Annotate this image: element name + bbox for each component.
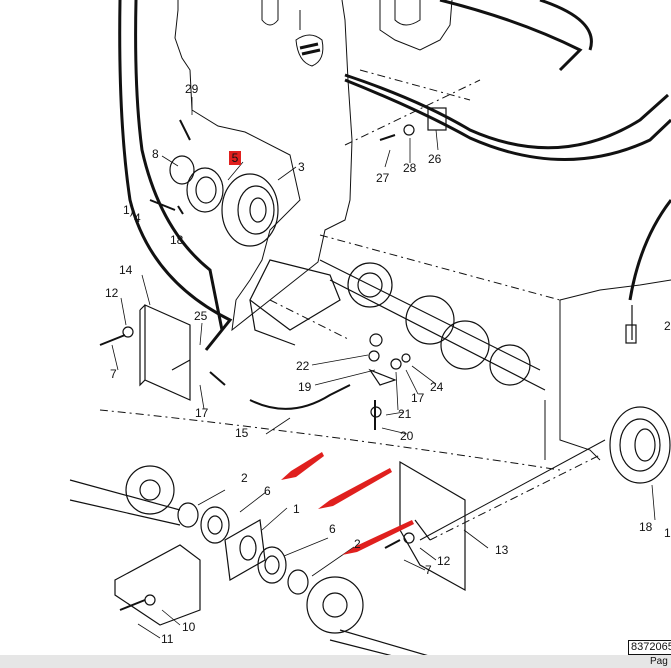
- callout-19: 19: [298, 380, 312, 394]
- callout-26: 26: [428, 152, 442, 166]
- callout-17-left: 17: [195, 406, 209, 420]
- callout-2-lower: 2: [354, 537, 361, 551]
- drawing-number-box: 8372065: [628, 640, 671, 655]
- callout-25: 25: [194, 309, 208, 323]
- callout-14: 14: [119, 263, 133, 277]
- callout-22: 22: [296, 359, 310, 373]
- callout-7-lower: 7: [425, 563, 432, 577]
- callout-7: 7: [110, 367, 117, 381]
- callout-1: 1: [293, 502, 300, 516]
- callout-2-edge: 2: [664, 319, 671, 333]
- callout-18: 18: [170, 233, 184, 247]
- callout-12: 12: [105, 286, 119, 300]
- callout-6-upper: 6: [264, 484, 271, 498]
- frame-plates: [99, 0, 671, 541]
- page-label: Pag: [650, 656, 668, 667]
- hydraulic-hoses: [118, 0, 671, 410]
- callout-29: 29: [185, 82, 199, 96]
- right-flange: [609, 305, 671, 484]
- callout-15: 15: [235, 426, 249, 440]
- callout-10: 10: [182, 620, 196, 634]
- callout-labels: 29 8 3 1) 4 18 14 12 7 25 22 19 17 17 24…: [105, 82, 671, 646]
- arrow-3: [342, 520, 414, 555]
- callout-18-right: 18: [639, 520, 653, 534]
- callout-5-highlighted: 5: [231, 151, 239, 165]
- callout-3: 3: [298, 160, 305, 174]
- arrow-2: [318, 468, 392, 509]
- highlight-marker: [229, 151, 241, 165]
- callout-2-upper: 2: [241, 471, 248, 485]
- callout-12-lower: 12: [437, 554, 451, 568]
- callout-21: 21: [398, 407, 412, 421]
- callout-27: 27: [376, 171, 390, 185]
- guard-plate-left: [99, 304, 191, 401]
- callout-24: 24: [430, 380, 444, 394]
- callout-6-lower: 6: [329, 522, 336, 536]
- arrow-1: [281, 452, 324, 480]
- callout-13: 13: [495, 543, 509, 557]
- callout-8: 8: [152, 147, 159, 161]
- sprocket-shaft: [249, 259, 546, 391]
- guard-plate-right: [384, 460, 466, 592]
- page-status-bar: [0, 655, 671, 668]
- red-arrows: [281, 452, 414, 555]
- leader-lines: [111, 97, 656, 639]
- callout-1-edge: 1: [664, 526, 671, 540]
- callout-17-right: 17: [411, 391, 425, 405]
- callout-1-footnote: 1): [123, 203, 134, 217]
- callout-20: 20: [400, 429, 414, 443]
- callout-11: 11: [161, 632, 174, 646]
- lower-shaft-assembly: [69, 465, 471, 668]
- hardware: [179, 107, 447, 430]
- callout-4: 4: [134, 211, 141, 225]
- callout-28: 28: [403, 161, 417, 175]
- flange-assembly: [149, 155, 279, 247]
